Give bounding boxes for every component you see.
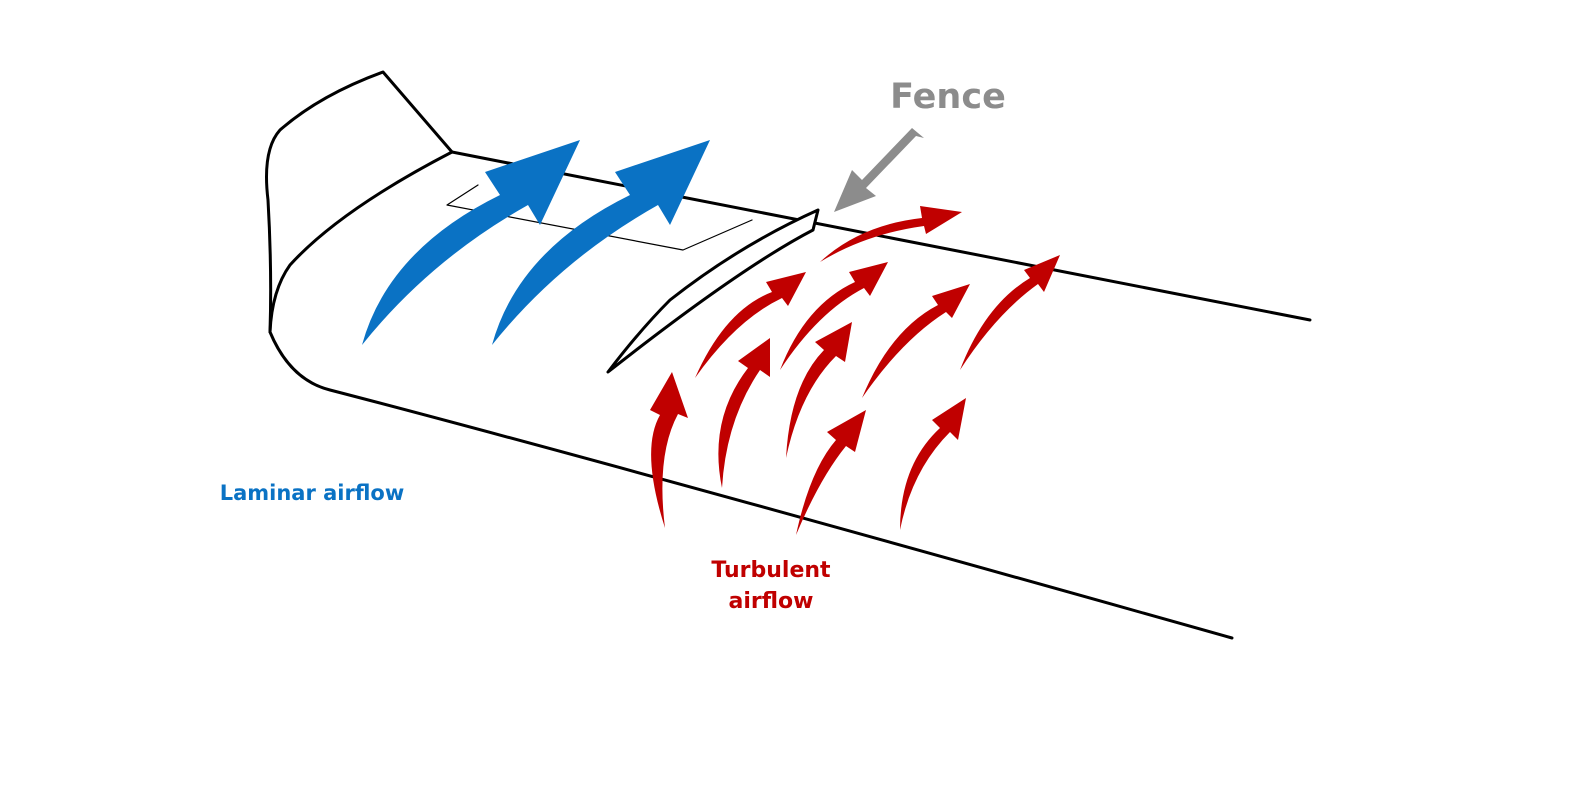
- laminar-arrow-1: [362, 140, 580, 345]
- turbulent-arrow-8: [862, 284, 970, 398]
- wing-trailing-edge: [450, 150, 1312, 322]
- turbulent-airflow-label-line2: airflow: [729, 589, 814, 614]
- turbulent-airflow-label-line1: Turbulent: [711, 558, 831, 583]
- turbulent-arrow-10: [820, 206, 962, 262]
- turbulent-arrow-1: [650, 372, 688, 528]
- turbulent-arrow-3: [786, 322, 852, 458]
- turbulent-arrow-5: [900, 398, 966, 530]
- turbulent-arrow-7: [780, 262, 888, 370]
- turbulent-arrow-9: [960, 255, 1060, 370]
- aileron-panel: [446, 184, 753, 251]
- laminar-arrows: [362, 140, 710, 345]
- turbulent-arrow-4: [796, 410, 866, 535]
- turbulent-arrow-2: [718, 338, 770, 488]
- fence-label: Fence: [890, 77, 1006, 117]
- turbulent-arrow-6: [695, 272, 806, 378]
- wing-tip-curve: [268, 150, 454, 334]
- wingtip-edge: [265, 70, 1234, 640]
- turbulent-arrows: [650, 206, 1060, 535]
- fence-pointer-arrow-icon: [834, 128, 924, 212]
- wing-outline: [265, 70, 1312, 640]
- fence-pointer: [834, 128, 924, 212]
- wing-fence: [606, 208, 820, 374]
- laminar-arrow-2: [492, 140, 710, 345]
- laminar-airflow-label: Laminar airflow: [220, 481, 405, 505]
